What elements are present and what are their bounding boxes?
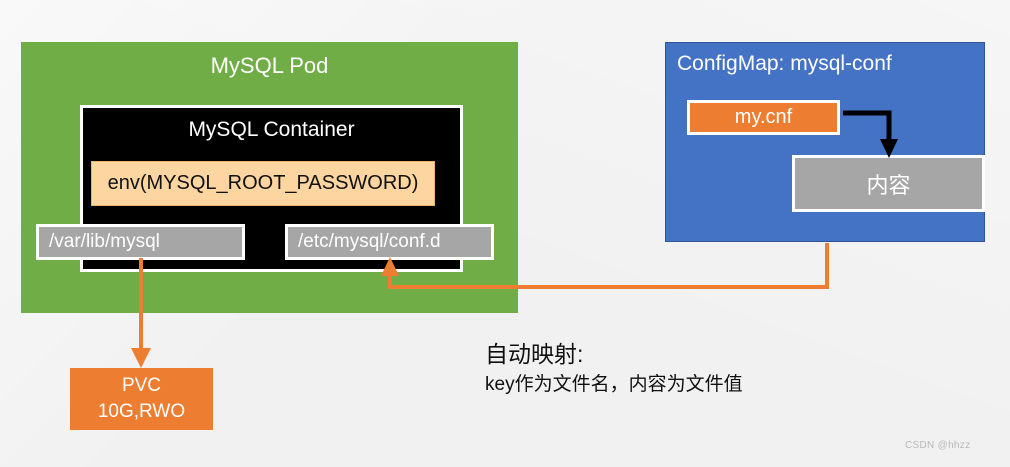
configmap-title: ConfigMap: mysql-conf xyxy=(677,52,892,75)
mount-path-conf: /etc/mysql/conf.d xyxy=(285,224,494,260)
mount-path-data: /var/lib/mysql xyxy=(36,224,245,260)
pvc-line-1: PVC xyxy=(121,375,162,397)
pvc-box: PVC 10G,RWO xyxy=(70,368,213,430)
annotation-note: 自动映射: key作为文件名，内容为文件值 xyxy=(485,340,915,398)
mysql-container-title: MySQL Container xyxy=(188,118,355,141)
env-variable-box: env(MYSQL_ROOT_PASSWORD) xyxy=(91,161,435,206)
configmap-key-mycnf: my.cnf xyxy=(687,100,840,135)
annotation-title: 自动映射: xyxy=(485,341,584,367)
env-variable-label: env(MYSQL_ROOT_PASSWORD) xyxy=(107,172,419,194)
configmap-value-content: 内容 xyxy=(792,155,985,212)
annotation-body: key作为文件名，内容为文件值 xyxy=(485,373,743,395)
pvc-line-2: 10G,RWO xyxy=(97,401,186,422)
csdn-watermark: CSDN @hhzz xyxy=(905,440,971,451)
mysql-pod-title: MySQL Pod xyxy=(210,53,329,78)
